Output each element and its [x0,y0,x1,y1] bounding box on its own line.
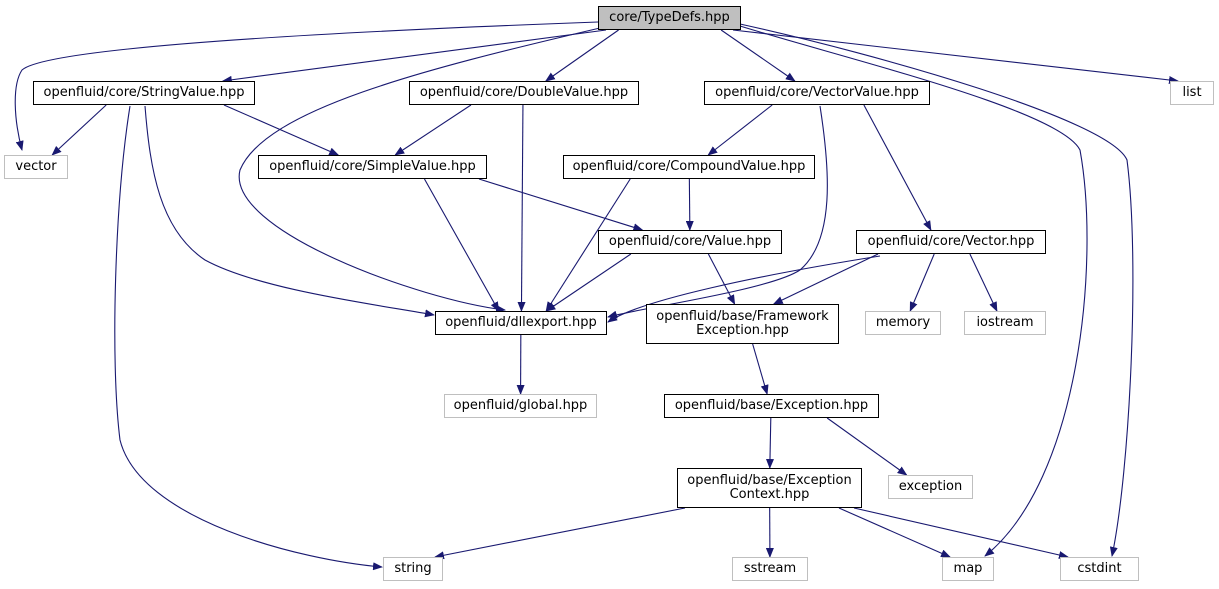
edge-compoundvalue-to-value [685,178,694,231]
edge-exceptioncontext-to-map [838,507,951,558]
edge-vectorvalue-to-dllexport [607,105,828,319]
edge-root-to-cstdint [739,23,1134,557]
edge-root-to-stringvalue [221,29,607,84]
node-value[interactable]: openfluid/core/Value.hpp [598,230,782,254]
edge-compoundvalue-to-dllexport [545,178,631,312]
node-label: openfluid/core/VectorValue.hpp [715,85,919,100]
node-cstdint: cstdint [1060,557,1139,581]
node-label: openfluid/core/Value.hpp [608,234,772,249]
edge-root-to-list [732,29,1179,84]
edge-value-to-frameworkexception [707,253,736,305]
node-memory: memory [865,311,941,335]
node-iostream: iostream [964,311,1046,335]
node-string: string [383,557,443,581]
node-doublevalue[interactable]: openfluid/core/DoubleValue.hpp [409,81,639,105]
node-root: core/TypeDefs.hpp [598,6,741,30]
node-label: iostream [976,315,1034,330]
node-label: openfluid/core/DoubleValue.hpp [419,85,629,100]
node-label: core/TypeDefs.hpp [609,10,730,25]
node-label: openfluid/core/Vector.hpp [867,234,1035,249]
node-map: map [942,557,994,581]
node-corevector[interactable]: openfluid/core/Vector.hpp [856,230,1046,254]
edge-simplevalue-to-dllexport [423,178,500,312]
edge-root-to-dllexport [238,27,601,313]
edge-exceptioncontext-to-string [434,507,686,560]
edge-corevector-to-iostream [969,253,998,312]
node-label: map [953,561,983,576]
edge-stringvalue-to-dllexport [144,105,435,318]
edge-exception-hpp-to-exceptioncontext [765,417,774,469]
edge-vectorvalue-to-corevector [863,104,932,231]
node-label: openfluid/core/SimpleValue.hpp [269,159,476,174]
edge-root-to-vectorvalue [720,29,796,82]
node-list: list [1170,81,1214,105]
node-exception-hpp[interactable]: openfluid/base/Exception.hpp [664,394,879,418]
node-vectorvalue[interactable]: openfluid/core/VectorValue.hpp [704,81,930,105]
node-dllexport[interactable]: openfluid/dllexport.hpp [435,311,607,335]
node-compoundvalue[interactable]: openfluid/core/CompoundValue.hpp [563,155,815,179]
edge-exceptioncontext-to-cstdint [853,507,1069,559]
edge-frameworkexception-to-exception-hpp [752,343,769,395]
node-label: cstdint [1077,561,1122,576]
node-label: openfluid/core/CompoundValue.hpp [572,159,806,174]
edge-root-to-doublevalue [545,29,619,82]
edge-vectorvalue-to-compoundvalue [707,104,773,156]
edge-corevector-to-memory [909,253,935,312]
edge-simplevalue-to-value [478,178,644,232]
node-sstream: sstream [732,557,808,581]
node-vector: vector [4,155,68,179]
edge-value-to-dllexport [545,253,632,312]
node-global: openfluid/global.hpp [444,394,597,418]
node-label: string [394,561,432,576]
edge-stringvalue-to-string [114,105,383,571]
node-label: openfluid/core/StringValue.hpp [43,85,245,100]
node-label: memory [875,315,931,330]
edge-stringvalue-to-vector [51,104,107,156]
node-label: openfluid/base/Exception.hpp [674,398,869,413]
node-exception: exception [888,475,973,499]
node-label: list [1182,85,1202,100]
node-simplevalue[interactable]: openfluid/core/SimpleValue.hpp [258,155,487,179]
edge-root-to-map [739,25,1088,557]
node-label: openfluid/dllexport.hpp [445,315,597,330]
edge-stringvalue-to-simplevalue [223,104,340,156]
edge-doublevalue-to-dllexport [517,104,526,312]
edge-doublevalue-to-simplevalue [394,104,472,156]
node-stringvalue[interactable]: openfluid/core/StringValue.hpp [33,81,255,105]
edge-corevector-to-dllexport [607,255,881,323]
edge-exception-hpp-to-exception [826,417,908,476]
edge-corevector-to-frameworkexception [772,253,879,305]
node-label: vector [15,159,57,174]
node-label: openfluid/global.hpp [453,398,588,413]
edge-root-to-vector [14,21,599,151]
node-label: sstream [743,561,797,576]
node-label: exception [898,479,963,494]
